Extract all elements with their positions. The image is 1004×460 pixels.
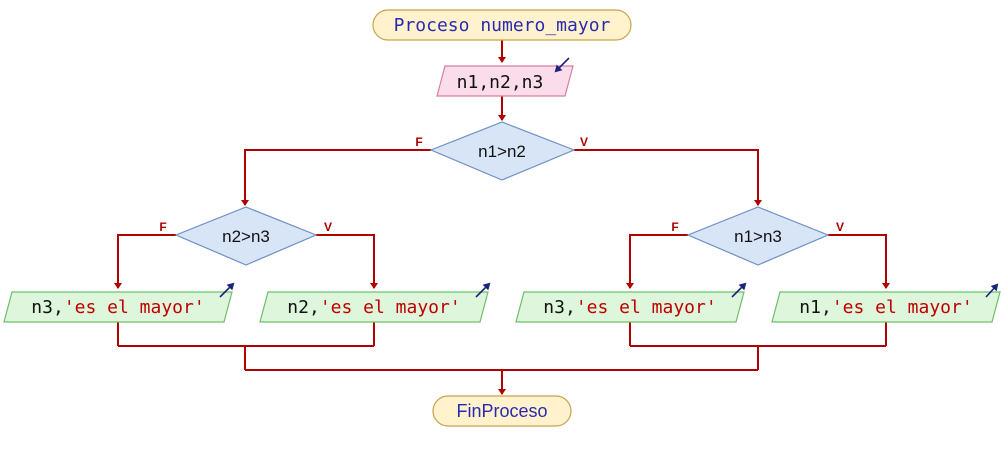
output-node-3-var: n3, [543, 297, 576, 318]
connector-right-true [828, 234, 890, 289]
write-arrow-icon [475, 282, 491, 298]
decision-main-label: n1>n2 [478, 142, 526, 161]
output-node-2-string: 'es el mayor' [320, 297, 461, 318]
end-terminal-shape [432, 395, 572, 427]
start-terminal-label: Proceso numero_mayor [394, 15, 611, 36]
output-node-1-shape [3, 291, 233, 323]
decision-left-true-label: V [324, 220, 332, 234]
decision-left: n2>n3 F V [159, 206, 332, 266]
output-node-1-string: 'es el mayor' [64, 297, 205, 318]
decision-left-false-label: F [159, 220, 166, 234]
decision-right: n1>n3 F V [671, 206, 844, 266]
output-node-4: n1,'es el mayor' [771, 283, 1001, 323]
connector-left-true [316, 234, 378, 289]
output-node-2-shape [259, 291, 489, 323]
decision-main-shape [429, 121, 576, 181]
connector-main-false [241, 149, 431, 206]
decision-right-shape [686, 206, 830, 266]
output-node-1: n3,'es el mayor' [3, 282, 235, 323]
decision-right-true-label: V [836, 220, 844, 234]
connectors [114, 40, 890, 395]
read-arrow-icon [554, 57, 570, 73]
output-node-3-shape [515, 291, 745, 323]
connector-right-false [626, 234, 688, 289]
connector-left-false [114, 234, 176, 289]
write-arrow-icon [985, 283, 999, 298]
decision-right-label: n1>n3 [734, 227, 782, 246]
decision-right-false-label: F [671, 220, 678, 234]
output-node-1-var: n3, [31, 297, 64, 318]
input-node-label: n1,n2,n3 [457, 72, 544, 93]
decision-main-false-label: F [415, 135, 422, 149]
output-node-3-label: n3,'es el mayor' [543, 297, 716, 318]
decision-main-true-label: V [580, 135, 588, 149]
output-node-2: n2,'es el mayor' [259, 282, 491, 323]
output-node-4-var: n1, [799, 297, 832, 318]
input-node: n1,n2,n3 [436, 57, 574, 97]
output-node-3-string: 'es el mayor' [576, 297, 717, 318]
write-arrow-icon [731, 282, 747, 298]
decision-left-label: n2>n3 [222, 227, 270, 246]
end-terminal-label: FinProceso [456, 401, 547, 421]
start-terminal: Proceso numero_mayor [372, 9, 632, 41]
output-node-2-var: n2, [287, 297, 320, 318]
input-node-shape [436, 65, 574, 97]
output-node-4-string: 'es el mayor' [832, 297, 973, 318]
output-node-4-label: n1,'es el mayor' [799, 297, 972, 318]
output-node-1-label: n3,'es el mayor' [31, 297, 204, 318]
decision-left-shape [174, 206, 318, 266]
output-node-3: n3,'es el mayor' [515, 282, 747, 323]
decision-main: n1>n2 F V [415, 121, 588, 181]
start-terminal-shape [372, 9, 632, 41]
write-arrow-icon [219, 282, 235, 298]
end-terminal: FinProceso [432, 395, 572, 427]
connector-main-true [574, 149, 762, 206]
output-node-2-label: n2,'es el mayor' [287, 297, 460, 318]
output-node-4-shape [771, 291, 1001, 323]
